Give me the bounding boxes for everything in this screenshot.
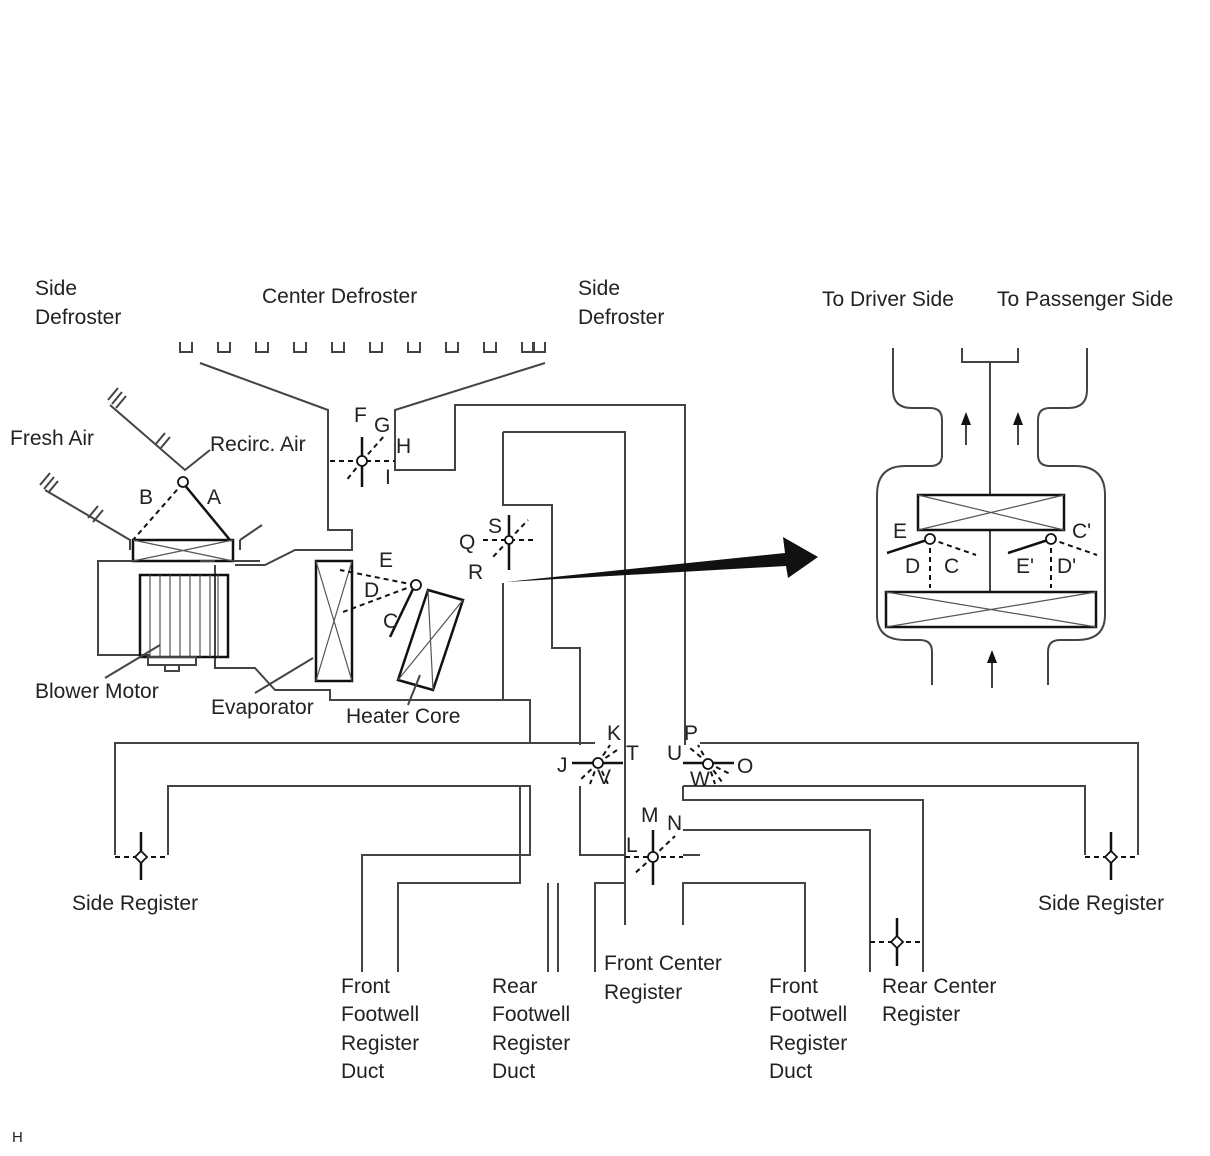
rear-center-register-label: Rear Center bbox=[882, 975, 996, 998]
side-register-left-label: Side Register bbox=[72, 892, 198, 915]
front-footwell-right-label-4: Duct bbox=[769, 1060, 812, 1083]
letter-d: D bbox=[364, 579, 379, 602]
front-footwell-right-label: Front bbox=[769, 975, 818, 998]
letter-q: Q bbox=[459, 531, 475, 554]
letter-p: P bbox=[684, 722, 698, 745]
letter-w: W bbox=[690, 768, 710, 791]
front-footwell-left-label-2: Footwell bbox=[341, 1003, 419, 1026]
letter-f: F bbox=[354, 404, 367, 427]
letter-i: I bbox=[385, 466, 391, 489]
front-footwell-right-label-2: Footwell bbox=[769, 1003, 847, 1026]
side-register-right-label: Side Register bbox=[1038, 892, 1164, 915]
air-mix-damper bbox=[339, 569, 422, 638]
side-register-right-valve bbox=[1085, 832, 1138, 880]
letter-m: M bbox=[641, 804, 659, 827]
detail-letters: E D C C' E' D' bbox=[893, 520, 1091, 578]
letter-n: N bbox=[667, 812, 682, 835]
detail-arrow bbox=[505, 537, 818, 582]
side-defroster-right-label: Side bbox=[578, 277, 620, 300]
rear-center-register-label-2: Register bbox=[882, 1003, 960, 1026]
center-defroster-label: Center Defroster bbox=[262, 285, 417, 308]
front-footwell-left-label: Front bbox=[341, 975, 390, 998]
detail-letter-c: C bbox=[944, 555, 959, 578]
letter-r: R bbox=[468, 561, 483, 584]
diagram-labels: Side Defroster Center Defroster Side Def… bbox=[10, 277, 1173, 1146]
fresh-air-label: Fresh Air bbox=[10, 427, 94, 450]
corner-mark: H bbox=[12, 1129, 23, 1146]
letter-s: S bbox=[488, 515, 502, 538]
front-center-register-label-2: Register bbox=[604, 981, 682, 1004]
recirc-air-label: Recirc. Air bbox=[210, 433, 306, 456]
hvac-housing bbox=[114, 362, 1139, 972]
damper-letters: A B C D E F G H I J K L M N O P Q R S T … bbox=[139, 404, 753, 857]
detail-letter-c-prime: C' bbox=[1072, 520, 1091, 543]
side-defroster-right-label-2: Defroster bbox=[578, 306, 664, 329]
letter-b: B bbox=[139, 486, 153, 509]
to-driver-side-label: To Driver Side bbox=[822, 288, 954, 311]
right-mode-damper bbox=[683, 744, 734, 785]
rear-footwell-label-4: Duct bbox=[492, 1060, 535, 1083]
letter-e: E bbox=[379, 549, 393, 572]
letter-a: A bbox=[207, 486, 221, 509]
rear-footwell-label-3: Register bbox=[492, 1032, 570, 1055]
evaporator-label: Evaporator bbox=[211, 696, 314, 719]
letter-t: T bbox=[626, 742, 639, 765]
side-register-left-valve bbox=[115, 832, 168, 880]
letter-g: G bbox=[374, 414, 390, 437]
front-footwell-left-label-3: Register bbox=[341, 1032, 419, 1055]
evaporator bbox=[254, 559, 354, 694]
letter-h: H bbox=[396, 435, 411, 458]
side-defroster-left-label-2: Defroster bbox=[35, 306, 121, 329]
detail-evaporator-top bbox=[916, 493, 1066, 532]
fresh-recirc-damper bbox=[132, 476, 231, 541]
rear-footwell-label: Rear bbox=[492, 975, 538, 998]
letter-o: O bbox=[737, 755, 753, 778]
letter-l: L bbox=[626, 834, 638, 857]
side-defroster-left-label: Side bbox=[35, 277, 77, 300]
air-filter bbox=[131, 538, 235, 563]
to-passenger-side-label: To Passenger Side bbox=[997, 288, 1173, 311]
left-mode-damper bbox=[572, 744, 623, 785]
letter-v: V bbox=[597, 766, 611, 789]
defroster-damper bbox=[330, 434, 395, 487]
front-footwell-right-label-3: Register bbox=[769, 1032, 847, 1055]
detail-letter-d-prime: D' bbox=[1057, 555, 1076, 578]
detail-heater-bottom bbox=[884, 590, 1098, 629]
center-foot-damper bbox=[625, 830, 683, 885]
letter-u: U bbox=[667, 742, 682, 765]
dual-zone-detail bbox=[876, 348, 1106, 685]
heater-core-label: Heater Core bbox=[346, 705, 460, 728]
detail-letter-e-prime: E' bbox=[1016, 555, 1034, 578]
defroster-outlets bbox=[179, 342, 546, 353]
intake-ducts bbox=[39, 387, 263, 550]
rear-footwell-label-2: Footwell bbox=[492, 1003, 570, 1026]
blower-motor-label: Blower Motor bbox=[35, 680, 159, 703]
detail-letter-d: D bbox=[905, 555, 920, 578]
detail-letter-e: E bbox=[893, 520, 907, 543]
letter-k: K bbox=[607, 722, 621, 745]
rear-center-register-valve bbox=[870, 918, 923, 966]
letter-j: J bbox=[557, 754, 568, 777]
detail-dampers bbox=[886, 533, 1098, 588]
front-center-register-label: Front Center bbox=[604, 952, 722, 975]
letter-c: C bbox=[383, 610, 398, 633]
airflow-arrows bbox=[961, 412, 1023, 688]
blower-motor bbox=[97, 560, 260, 679]
heater-core bbox=[396, 588, 465, 706]
vent-damper bbox=[483, 515, 536, 570]
front-footwell-left-label-4: Duct bbox=[341, 1060, 384, 1083]
